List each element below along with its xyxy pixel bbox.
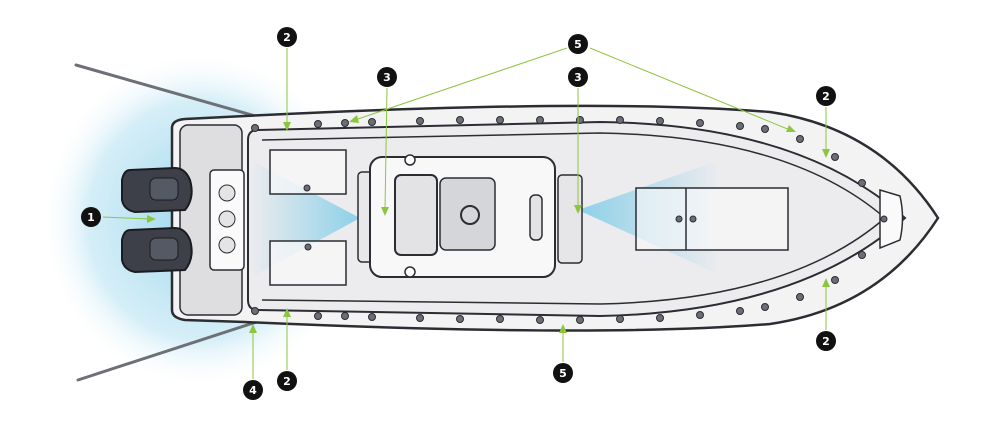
gunwale-rivet: [796, 293, 804, 301]
forward-hatch: [635, 187, 789, 251]
gunwale-rivet: [616, 116, 624, 124]
svg-text:4: 4: [249, 384, 257, 397]
gunwale-rivet: [831, 153, 839, 161]
callout-2-aft-bottom: 2: [277, 371, 297, 391]
svg-text:2: 2: [283, 31, 291, 44]
callout-5-top: 5: [568, 34, 588, 54]
gunwale-rivet: [368, 313, 376, 321]
outboard-engine-bottom: [121, 226, 193, 274]
outboard-engine-top: [121, 166, 193, 214]
gunwale-lights: [251, 116, 866, 324]
helm-dash: [439, 177, 496, 251]
leader-lines: [102, 47, 830, 379]
gunwale-rivet: [858, 251, 866, 259]
gunwale-rivet: [341, 119, 349, 127]
gunwale-rivet: [496, 315, 504, 323]
hatch-latch: [675, 215, 683, 223]
gunwale-rivet: [656, 117, 664, 125]
hatch-latch: [303, 184, 311, 192]
svg-text:2: 2: [822, 90, 830, 103]
gunwale-rivet: [696, 311, 704, 319]
gunwale-rivet: [576, 316, 584, 324]
rod-mount-top: [404, 154, 416, 166]
gunwale-rivet: [796, 135, 804, 143]
gunwale-rivet: [696, 119, 704, 127]
gunwale-rivet: [368, 118, 376, 126]
transom-hatch: [218, 236, 236, 254]
svg-text:3: 3: [574, 71, 582, 84]
transom-hatch: [218, 184, 236, 202]
gunwale-rivet: [314, 120, 322, 128]
gunwale-rivet: [761, 303, 769, 311]
transom-hatch: [218, 210, 236, 228]
gunwale-rivet: [341, 312, 349, 320]
gunwale-rivet: [831, 276, 839, 284]
callout-4: 4: [243, 380, 263, 400]
anchor-locker: [879, 188, 904, 250]
svg-text:5: 5: [574, 38, 582, 51]
anchor-latch: [880, 215, 888, 223]
gunwale-rivet: [416, 314, 424, 322]
callout-5-bottom: 5: [553, 363, 573, 383]
hatch-latch: [689, 215, 697, 223]
callout-2-aft-top: 2: [277, 27, 297, 47]
gunwale-rivet: [416, 117, 424, 125]
gunwale-rivet: [616, 315, 624, 323]
gunwale-rivet: [656, 314, 664, 322]
gunwale-rivet: [761, 125, 769, 133]
gunwale-rivet: [736, 122, 744, 130]
callout-2-bow-bottom: 2: [816, 331, 836, 351]
helm-seat: [394, 174, 438, 256]
gunwale-rivet: [456, 116, 464, 124]
svg-text:2: 2: [283, 375, 291, 388]
gunwale-rivet: [251, 307, 259, 315]
console-handle: [529, 194, 543, 241]
gunwale-rivet: [456, 315, 464, 323]
steering-wheel: [460, 205, 480, 225]
callout-1: 1: [81, 207, 101, 227]
gunwale-rivet: [496, 116, 504, 124]
svg-text:1: 1: [87, 211, 95, 224]
svg-text:2: 2: [822, 335, 830, 348]
gunwale-rivet: [536, 316, 544, 324]
callout-3-forward: 3: [568, 67, 588, 87]
gunwale-rivet: [736, 307, 744, 315]
svg-text:3: 3: [383, 71, 391, 84]
hatch-latch: [304, 243, 312, 251]
gunwale-rivet: [314, 312, 322, 320]
svg-text:5: 5: [559, 367, 567, 380]
callout-2-bow-top: 2: [816, 86, 836, 106]
gunwale-rivet: [251, 124, 259, 132]
gunwale-rivet: [536, 116, 544, 124]
gunwale-rivet: [858, 179, 866, 187]
callout-3-aft: 3: [377, 67, 397, 87]
forward-console-seat: [557, 174, 583, 264]
rod-mount-bottom: [404, 266, 416, 278]
